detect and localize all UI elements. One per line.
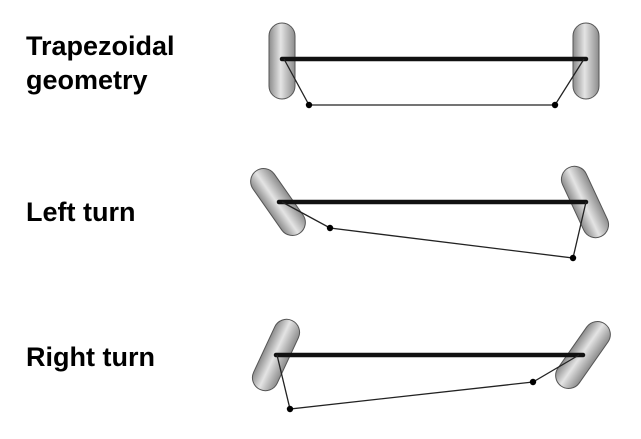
tie-rod-linkage [281, 201, 587, 259]
tie-rod-joint [569, 254, 577, 262]
tie-rod-joint [305, 101, 313, 109]
tie-rod-joint [326, 224, 334, 232]
tie-rod-joint [529, 378, 537, 386]
label-line: Left turn [26, 197, 136, 227]
tie-rod-linkage [283, 58, 585, 106]
label-line: geometry [26, 65, 148, 95]
panel-trapezoidal [268, 22, 600, 109]
panel-right-turn [251, 318, 611, 413]
label-right-turn: Right turn [26, 340, 155, 374]
label-trapezoidal-geometry: Trapezoidal geometry [26, 29, 175, 97]
tie-rod-joint [286, 405, 294, 413]
tie-rod-joint [551, 101, 559, 109]
label-left-turn: Left turn [26, 195, 135, 229]
panel-left-turn [250, 165, 610, 262]
tie-rod-linkage [276, 354, 580, 410]
label-line: Right turn [26, 342, 155, 372]
label-line: Trapezoidal [26, 31, 175, 61]
